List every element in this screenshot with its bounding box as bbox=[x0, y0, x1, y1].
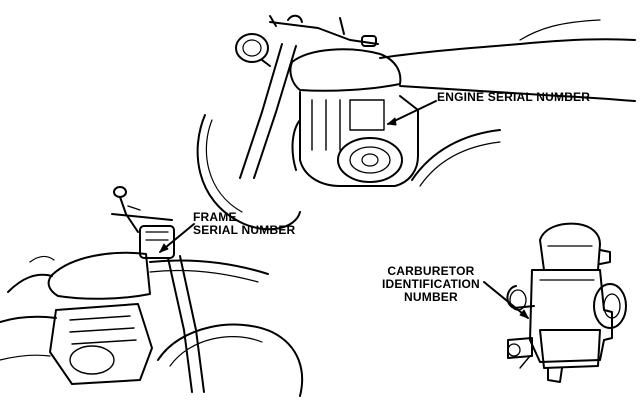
engine-serial-number-label: ENGINE SERIAL NUMBER bbox=[437, 91, 590, 104]
carburetor-id-line-3: NUMBER bbox=[404, 290, 458, 304]
carburetor-identification-number-label: CARBURETOR IDENTIFICATION NUMBER bbox=[382, 265, 480, 304]
carburetor-id-line-2: IDENTIFICATION bbox=[382, 277, 480, 291]
engine-serial-leader-line bbox=[387, 100, 437, 125]
carburetor-id-line-1: CARBURETOR bbox=[387, 264, 475, 278]
frame-serial-number-label: FRAME SERIAL NUMBER bbox=[193, 211, 295, 237]
lower-motorcycle-illustration bbox=[0, 186, 304, 397]
engine-serial-number-text: ENGINE SERIAL NUMBER bbox=[437, 90, 591, 104]
frame-serial-line-1: FRAME bbox=[193, 210, 237, 224]
carburetor-illustration bbox=[506, 222, 627, 383]
carburetor-id-leader-line bbox=[483, 281, 529, 319]
upper-motorcycle-illustration bbox=[196, 14, 636, 231]
frame-serial-line-2: SERIAL NUMBER bbox=[193, 223, 296, 237]
